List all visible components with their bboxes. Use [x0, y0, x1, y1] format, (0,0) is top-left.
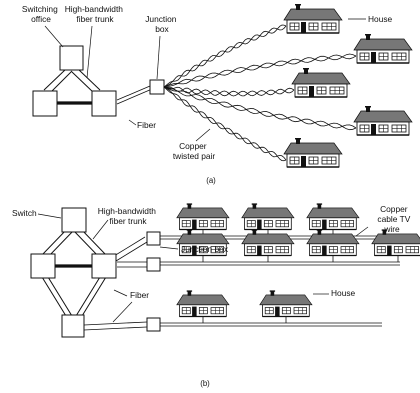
label-fiber-b: Fiber	[130, 290, 149, 300]
copper-twisted-pairs	[163, 24, 357, 162]
house-a-3	[291, 67, 351, 98]
house-a-4	[353, 105, 413, 136]
label-switch: Switch	[12, 208, 37, 218]
house-b-3	[306, 202, 360, 231]
twisted-pair-wire-3-2	[163, 86, 295, 97]
fiber-links-b	[83, 236, 148, 331]
house-b-1	[176, 202, 230, 231]
junction-box-b2	[146, 257, 161, 272]
twisted-pair-wire-5-2	[163, 86, 287, 162]
label-fiber-trunk-a: High-bandwidth fiber trunk	[65, 4, 126, 24]
house-a-5	[283, 137, 343, 168]
twisted-pair-wire-2-2	[163, 54, 357, 88]
label-fiber-trunk-b: High-bandwidth fiber trunk	[98, 206, 159, 226]
caption-a: (a)	[206, 176, 216, 185]
label-junction-box-a: Junction box	[145, 14, 179, 34]
label-copper-cable: Copper cable TV wire	[377, 204, 412, 234]
twisted-pair-wire-4-2	[163, 86, 357, 131]
junction-box-b3	[146, 317, 161, 332]
junction-box-a	[149, 79, 165, 95]
label-fiber-a: Fiber	[137, 120, 156, 130]
houses-a	[283, 3, 413, 168]
twisted-pair-wire-1-1	[163, 24, 287, 88]
switch-top	[61, 207, 87, 233]
switch-bottom	[61, 314, 85, 338]
label-house-b: House	[331, 288, 356, 298]
label-switching-office: Switching office	[22, 4, 60, 24]
fiber-link-a	[116, 85, 153, 105]
label-copper-twisted-pair: Copper twisted pair	[173, 141, 216, 161]
house-a-2	[353, 33, 413, 64]
twisted-pair-wire-1-2	[163, 25, 287, 88]
house-b-2	[241, 202, 295, 231]
house-a-1	[283, 3, 343, 34]
switching-office-top	[59, 45, 84, 71]
part-b: Switch High-bandwidth fiber trunk Juncti…	[12, 202, 420, 388]
house-b-9	[259, 289, 313, 318]
switch-right	[91, 253, 117, 279]
label-house-a: House	[368, 14, 393, 24]
junction-box-b1	[146, 231, 161, 246]
label-junction-box-b: Junction box	[181, 244, 229, 254]
house-b-8	[176, 289, 230, 318]
caption-b: (b)	[200, 379, 210, 388]
switching-office-right	[91, 90, 117, 117]
part-a: Switching office High-bandwidth fiber tr…	[22, 3, 413, 185]
fiber-trunks-a	[43, 68, 101, 105]
switch-left	[30, 253, 56, 279]
switching-office-left	[32, 90, 58, 117]
